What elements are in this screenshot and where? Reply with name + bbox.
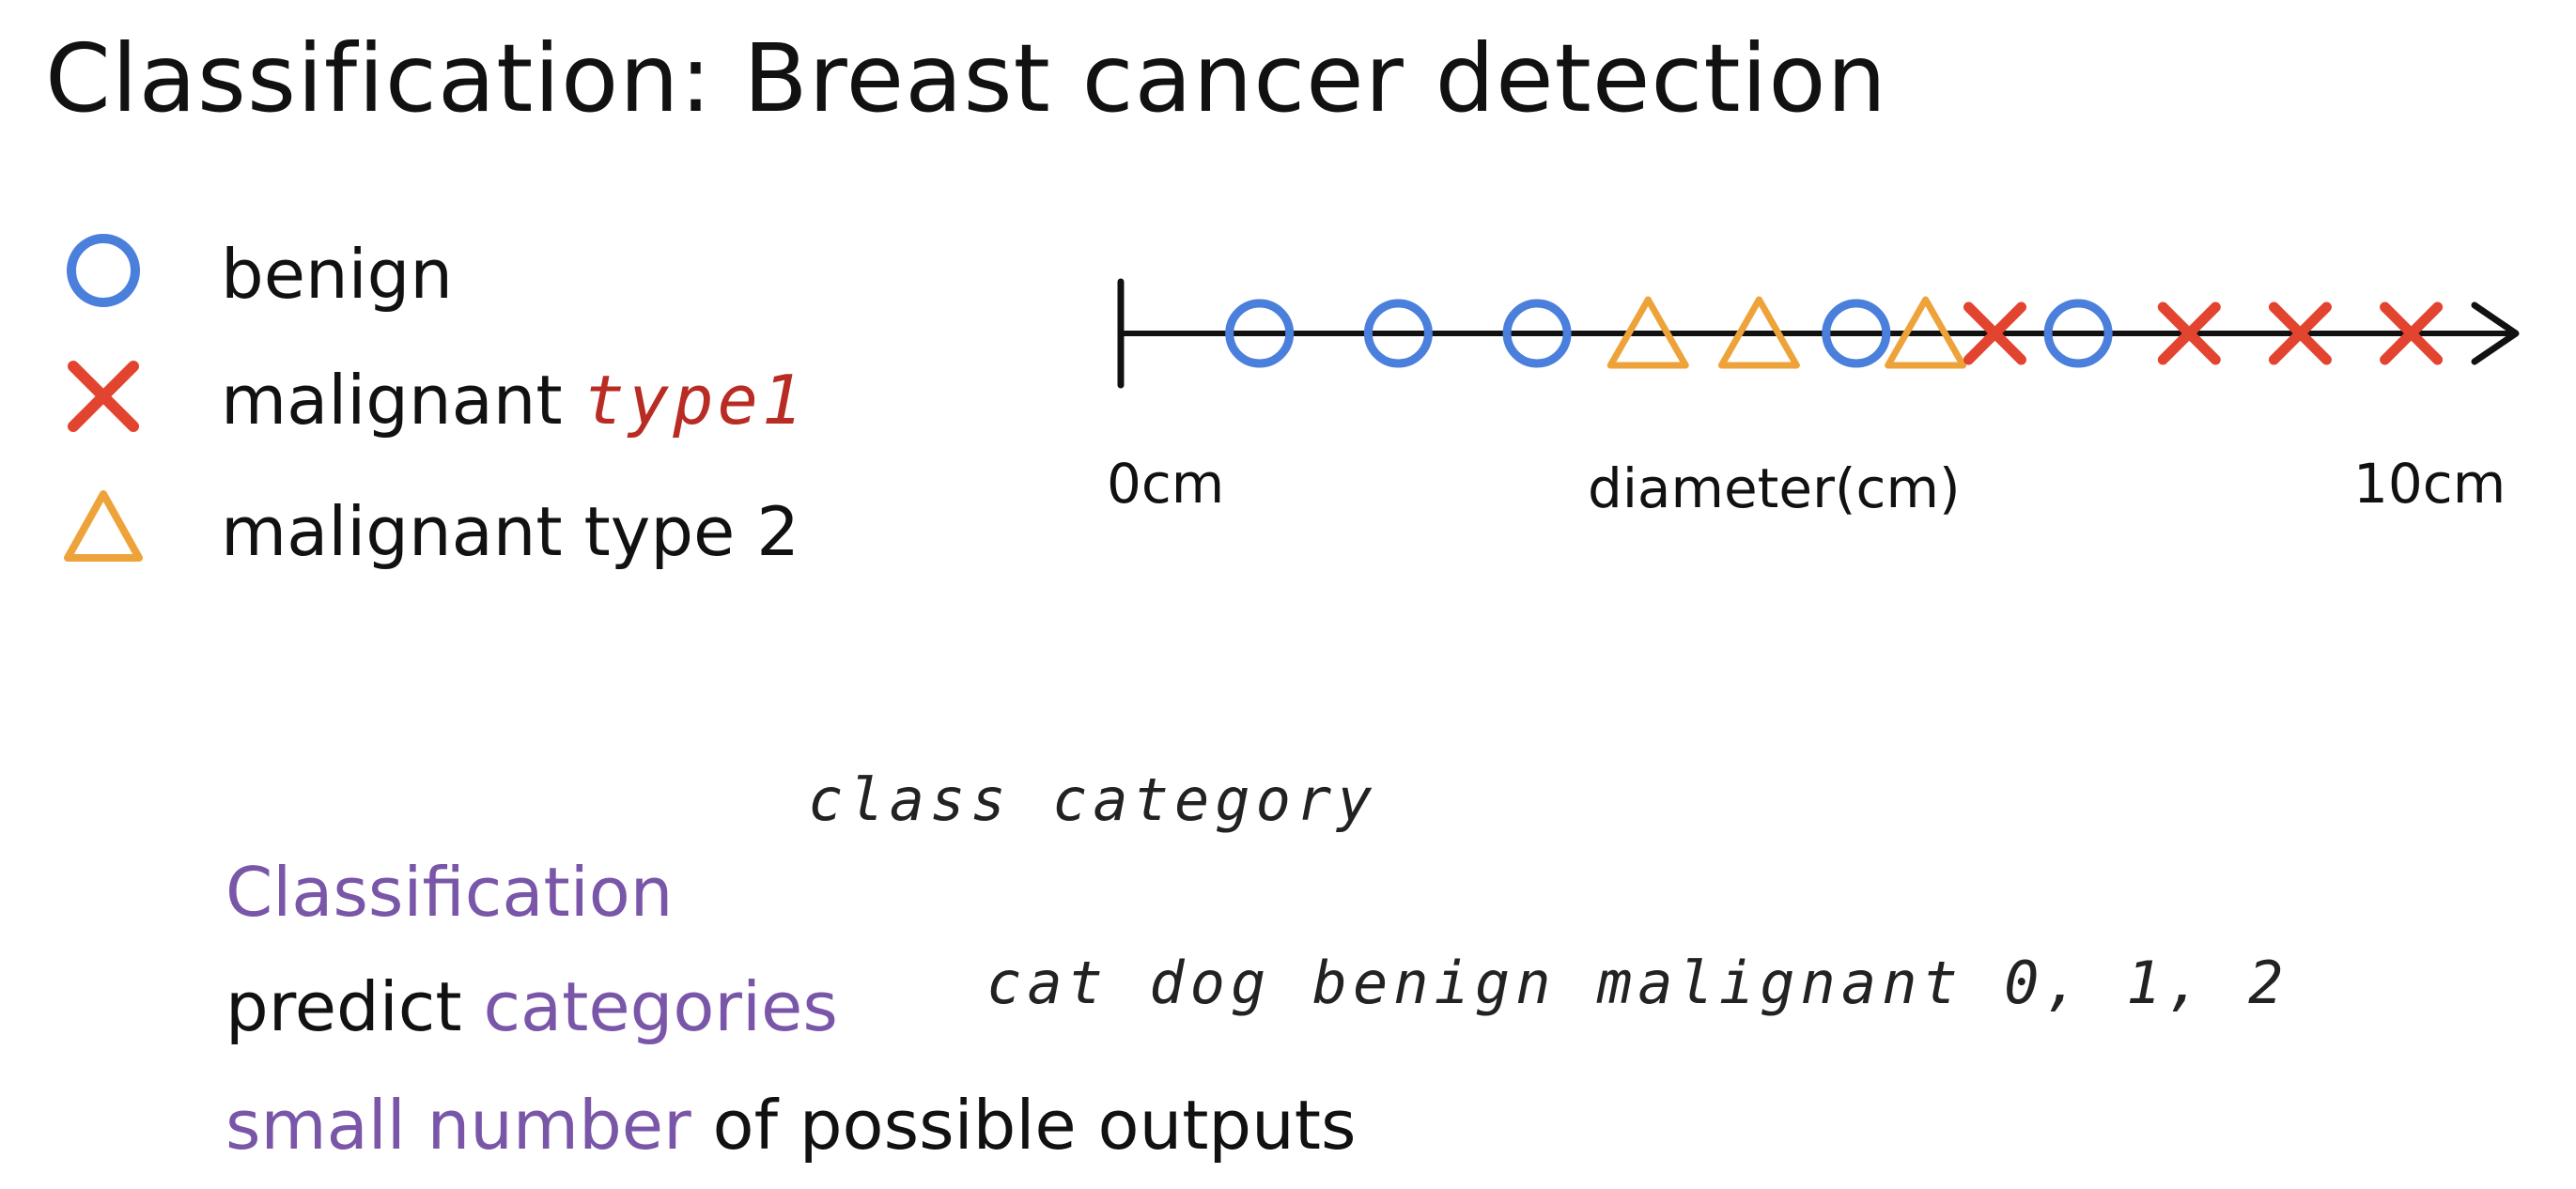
triangle-icon — [64, 490, 143, 562]
legend-item-benign: benign — [56, 224, 902, 317]
benign-point — [1822, 299, 1891, 368]
legend-label-malignant-text: malignant — [221, 361, 563, 440]
axis-end-label: 10cm — [2353, 452, 2506, 516]
small-number-line: small number of possible outputs — [225, 1086, 1357, 1165]
legend-label-malignant-type2: malignant type 2 — [221, 492, 800, 571]
legend-label-benign: benign — [221, 235, 453, 314]
malignant-type2-point — [1885, 296, 1967, 369]
malignant-type1-point — [2380, 301, 2444, 365]
categories-text: categories — [483, 967, 838, 1046]
malignant-type1-point — [1963, 301, 2027, 365]
benign-point — [2043, 299, 2113, 368]
legend-item-malignant-type2: malignant type 2 — [56, 481, 902, 575]
page-title: Classification: Breast cancer detection — [45, 23, 1887, 133]
legend-annotation-type1: type1 — [583, 361, 807, 440]
malignant-type1-point — [2268, 301, 2332, 365]
handwritten-examples: cat dog benign malignant 0, 1, 2 — [986, 949, 2289, 1017]
legend-item-malignant-type1: malignant type1 — [56, 349, 902, 443]
benign-point — [1502, 299, 1572, 368]
circle-icon — [67, 234, 140, 307]
data-points — [1225, 296, 2444, 369]
predict-text: predict — [225, 967, 484, 1046]
classification-heading: Classification — [225, 853, 674, 932]
malignant-type1-point — [2157, 301, 2221, 365]
possible-outputs-text: of possible outputs — [691, 1086, 1357, 1165]
axis-arrowhead — [2471, 301, 2520, 365]
predict-categories-line: predict categories — [225, 967, 838, 1046]
benign-point — [1363, 299, 1433, 368]
small-number-text: small number — [225, 1086, 691, 1165]
benign-point — [1225, 299, 1295, 368]
legend-label-malignant: malignant type1 — [221, 361, 806, 440]
axis-title: diameter(cm) — [1588, 456, 1961, 520]
axis-start-label: 0cm — [1107, 452, 1225, 516]
diameter-number-line — [1117, 278, 2520, 389]
cross-icon — [68, 361, 139, 432]
malignant-type2-point — [1606, 296, 1689, 369]
handwritten-class-category: class category — [808, 765, 1378, 834]
malignant-type2-point — [1717, 296, 1800, 369]
